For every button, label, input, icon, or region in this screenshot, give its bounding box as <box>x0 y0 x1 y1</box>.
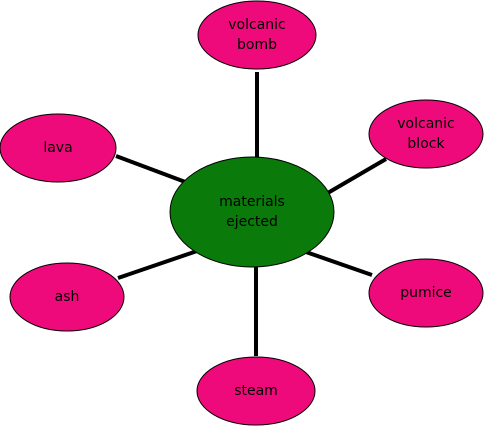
node-pumice-ellipse <box>368 258 484 328</box>
node-steam-ellipse <box>196 356 316 426</box>
node-ash: ash <box>9 262 125 332</box>
node-volcanic-bomb-label-line-2: bomb <box>237 37 277 53</box>
connector-lines <box>115 72 388 356</box>
connector-pumice <box>305 250 373 277</box>
center-node: materials ejected <box>169 156 335 268</box>
node-volcanic-bomb-label-line-1: volcanic <box>228 17 285 33</box>
center-node-label-line-1: materials <box>219 194 285 210</box>
center-node-ellipse <box>169 156 335 268</box>
node-steam-label-line-1: steam <box>234 383 278 399</box>
connector-ash <box>117 248 201 280</box>
node-ash-label-line-1: ash <box>55 289 80 305</box>
node-volcanic-block-ellipse <box>368 99 484 169</box>
connector-volcanic-block <box>324 157 388 196</box>
node-pumice: pumice <box>368 258 484 328</box>
center-node-label-line-2: ejected <box>226 214 278 230</box>
node-volcanic-block: volcanic block <box>368 99 484 169</box>
node-steam: steam <box>196 356 316 426</box>
node-volcanic-block-label-line-1: volcanic <box>397 116 454 132</box>
node-volcanic-bomb-ellipse <box>197 0 317 70</box>
node-lava: lava <box>0 113 117 183</box>
node-volcanic-bomb: volcanic bomb <box>197 0 317 70</box>
node-ash-ellipse <box>9 262 125 332</box>
node-lava-ellipse <box>0 113 117 183</box>
node-pumice-label-line-1: pumice <box>400 285 452 301</box>
node-volcanic-block-label-line-2: block <box>407 136 445 152</box>
connector-lava <box>115 154 189 185</box>
node-lava-label-line-1: lava <box>43 140 72 156</box>
